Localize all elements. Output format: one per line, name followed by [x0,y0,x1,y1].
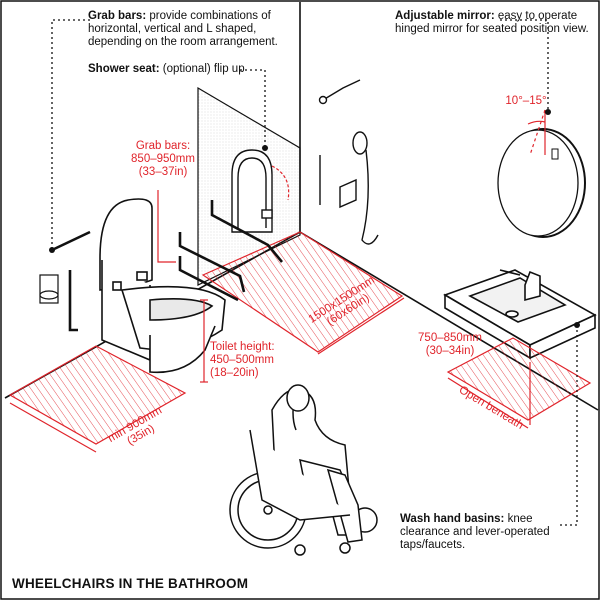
mirror-angle-marker [527,109,546,156]
basin-height-in: (30–34in) [425,345,475,357]
note-grab-bars-text: provide combinations of horizontal, vert… [88,10,278,48]
note-grab-bars-heading: Grab bars: [88,10,147,22]
toilet-paper-holder [39,274,59,304]
grab-bar-height-in: (33–37in) [138,166,188,178]
note-grab-bars: Grab bars: provide combinations of horiz… [88,10,298,49]
basin-height-mm: 750–850mm [418,332,482,344]
basin-floor-area [446,337,592,421]
note-mirror-heading: Adjustable mirror: [395,10,495,22]
note-basins-text: knee clearance and lever-operated taps/f… [400,513,550,551]
toilet-height-mm: 450–500mm [210,354,274,366]
adjustable-mirror [497,128,586,238]
leader-dots [49,109,580,328]
toilet [99,198,226,374]
note-shower-seat-heading: Shower seat: [88,63,160,75]
clear-floor-area [8,345,187,445]
callout-leaders [51,19,578,526]
note-shower-seat-text: (optional) flip up [159,63,245,75]
grab-bar-height-title: Grab bars: [135,140,191,152]
grab-bar-height-mm: 850–950mm [131,153,195,165]
dimension-lines [9,190,531,453]
shower-seat [231,149,273,233]
shower-faucet [318,79,379,245]
basin-height-label: 750–850mm (30–34in) [410,332,490,358]
note-mirror-text: easy to operate hinged mirror for seated… [395,10,589,35]
wheelchair-user [229,384,378,556]
seat-flip-arrow [271,165,290,201]
toilet-height-label: Toilet height: 450–500mm (18–20in) [210,341,300,380]
toilet-height-in: (18–20in) [210,367,259,379]
note-basins: Wash hand basins: knee clearance and lev… [400,513,560,552]
shower-grab-bar [210,200,284,263]
grab-bar-height-label: Grab bars: 850–950mm (33–37in) [118,140,208,179]
toilet-grab-bar [178,232,246,302]
note-basins-heading: Wash hand basins: [400,513,505,525]
wall-grab-bar [51,230,91,332]
note-shower-seat: Shower seat: (optional) flip up [88,63,288,76]
note-mirror: Adjustable mirror: easy to operate hinge… [395,10,595,36]
mirror-angle-label: 10°–15° [505,95,547,107]
toilet-height-title: Toilet height: [210,341,275,353]
page-title: WHEELCHAIRS IN THE BATHROOM [12,576,249,591]
